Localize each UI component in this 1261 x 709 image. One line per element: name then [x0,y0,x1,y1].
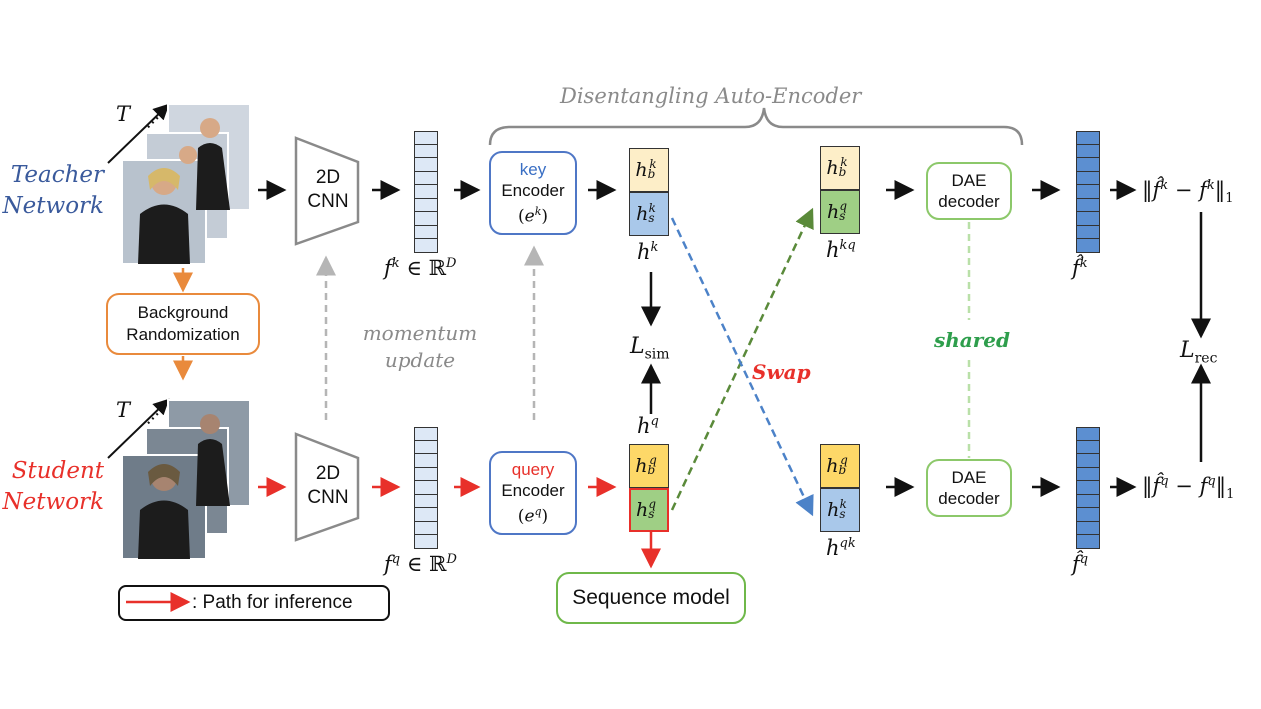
vector-cell [1076,508,1100,522]
hk-label: hk [637,240,659,264]
swap-green-arrow [670,207,814,511]
vector-cell [1076,158,1100,172]
legend-box [118,585,390,621]
shared-label: shared [934,328,1011,352]
loss-sim-label: Lsim [630,334,670,363]
vector-cell [1076,481,1100,495]
vector-cell [1076,171,1100,186]
vector-cell [1076,427,1100,441]
feature-vector-fq [414,427,438,549]
vector-cell [1076,198,1100,213]
hkq-label: hkq [826,238,856,262]
feature-label-fk: fk ∈ ℝD [384,256,457,280]
sequence-model-box: Sequence model [556,572,746,624]
time-arrow-top [107,103,170,164]
norm-q-label: ‖f̂q − fq‖1 [1142,474,1235,503]
vector-cell [1076,467,1100,482]
key-encoder-box: key Encoder (ek) [489,151,577,235]
cnn-student-shape [294,432,360,542]
vector-cell [414,131,438,145]
query-encoder-box: query Encoder (eq) [489,451,577,535]
vector-cell [1076,185,1100,199]
vector-cell [414,427,438,441]
dae-brace [488,107,1024,146]
vector-cell [1076,225,1100,240]
vector-cell [414,144,438,159]
student-frames [121,399,251,560]
time-symbol-bottom: T [116,398,131,422]
recon-label-k: f̂k [1072,256,1088,280]
vector-cell [414,508,438,522]
recon-vector-fq [1076,427,1100,549]
vector-cell [1076,212,1100,226]
vector-cell [414,494,438,509]
vector-cell [414,225,438,240]
hqk-label: hqk [826,536,856,560]
vector-cell [414,185,438,199]
vector-cell [1076,144,1100,159]
vector-cell [414,158,438,172]
time-arrow-bottom [107,398,170,459]
recon-vector-fk [1076,131,1100,253]
recon-label-q: f̂q [1072,552,1089,576]
dae-title: Disentangling Auto-Encoder [560,84,862,108]
swap-blue-arrow [670,217,814,517]
legend-text: : Path for inference [192,592,353,613]
vector-cell [414,212,438,226]
vector-cell [414,467,438,482]
vector-cell [414,198,438,213]
feature-label-fq: fq ∈ ℝD [384,552,457,576]
swap-label: Swap [752,360,811,384]
vector-cell [414,535,438,549]
vector-cell [414,239,438,253]
vector-cell [1076,494,1100,509]
feature-vector-fk [414,131,438,253]
time-symbol-top: T [116,102,131,126]
vector-cell [414,171,438,186]
vector-cell [1076,535,1100,549]
norm-k-label: ‖f̂k − fk‖1 [1142,178,1234,207]
hq-label: hq [637,414,659,438]
vector-cell [414,521,438,536]
vector-cell [1076,454,1100,468]
vector-cell [1076,440,1100,455]
vector-cell [1076,239,1100,253]
vector-cell [414,481,438,495]
vector-cell [1076,521,1100,536]
vector-cell [414,440,438,455]
vector-cell [414,454,438,468]
vector-cell [1076,131,1100,145]
teacher-frames [121,103,251,265]
cnn-teacher-shape [294,136,360,246]
loss-rec-label: Lrec [1180,338,1218,367]
